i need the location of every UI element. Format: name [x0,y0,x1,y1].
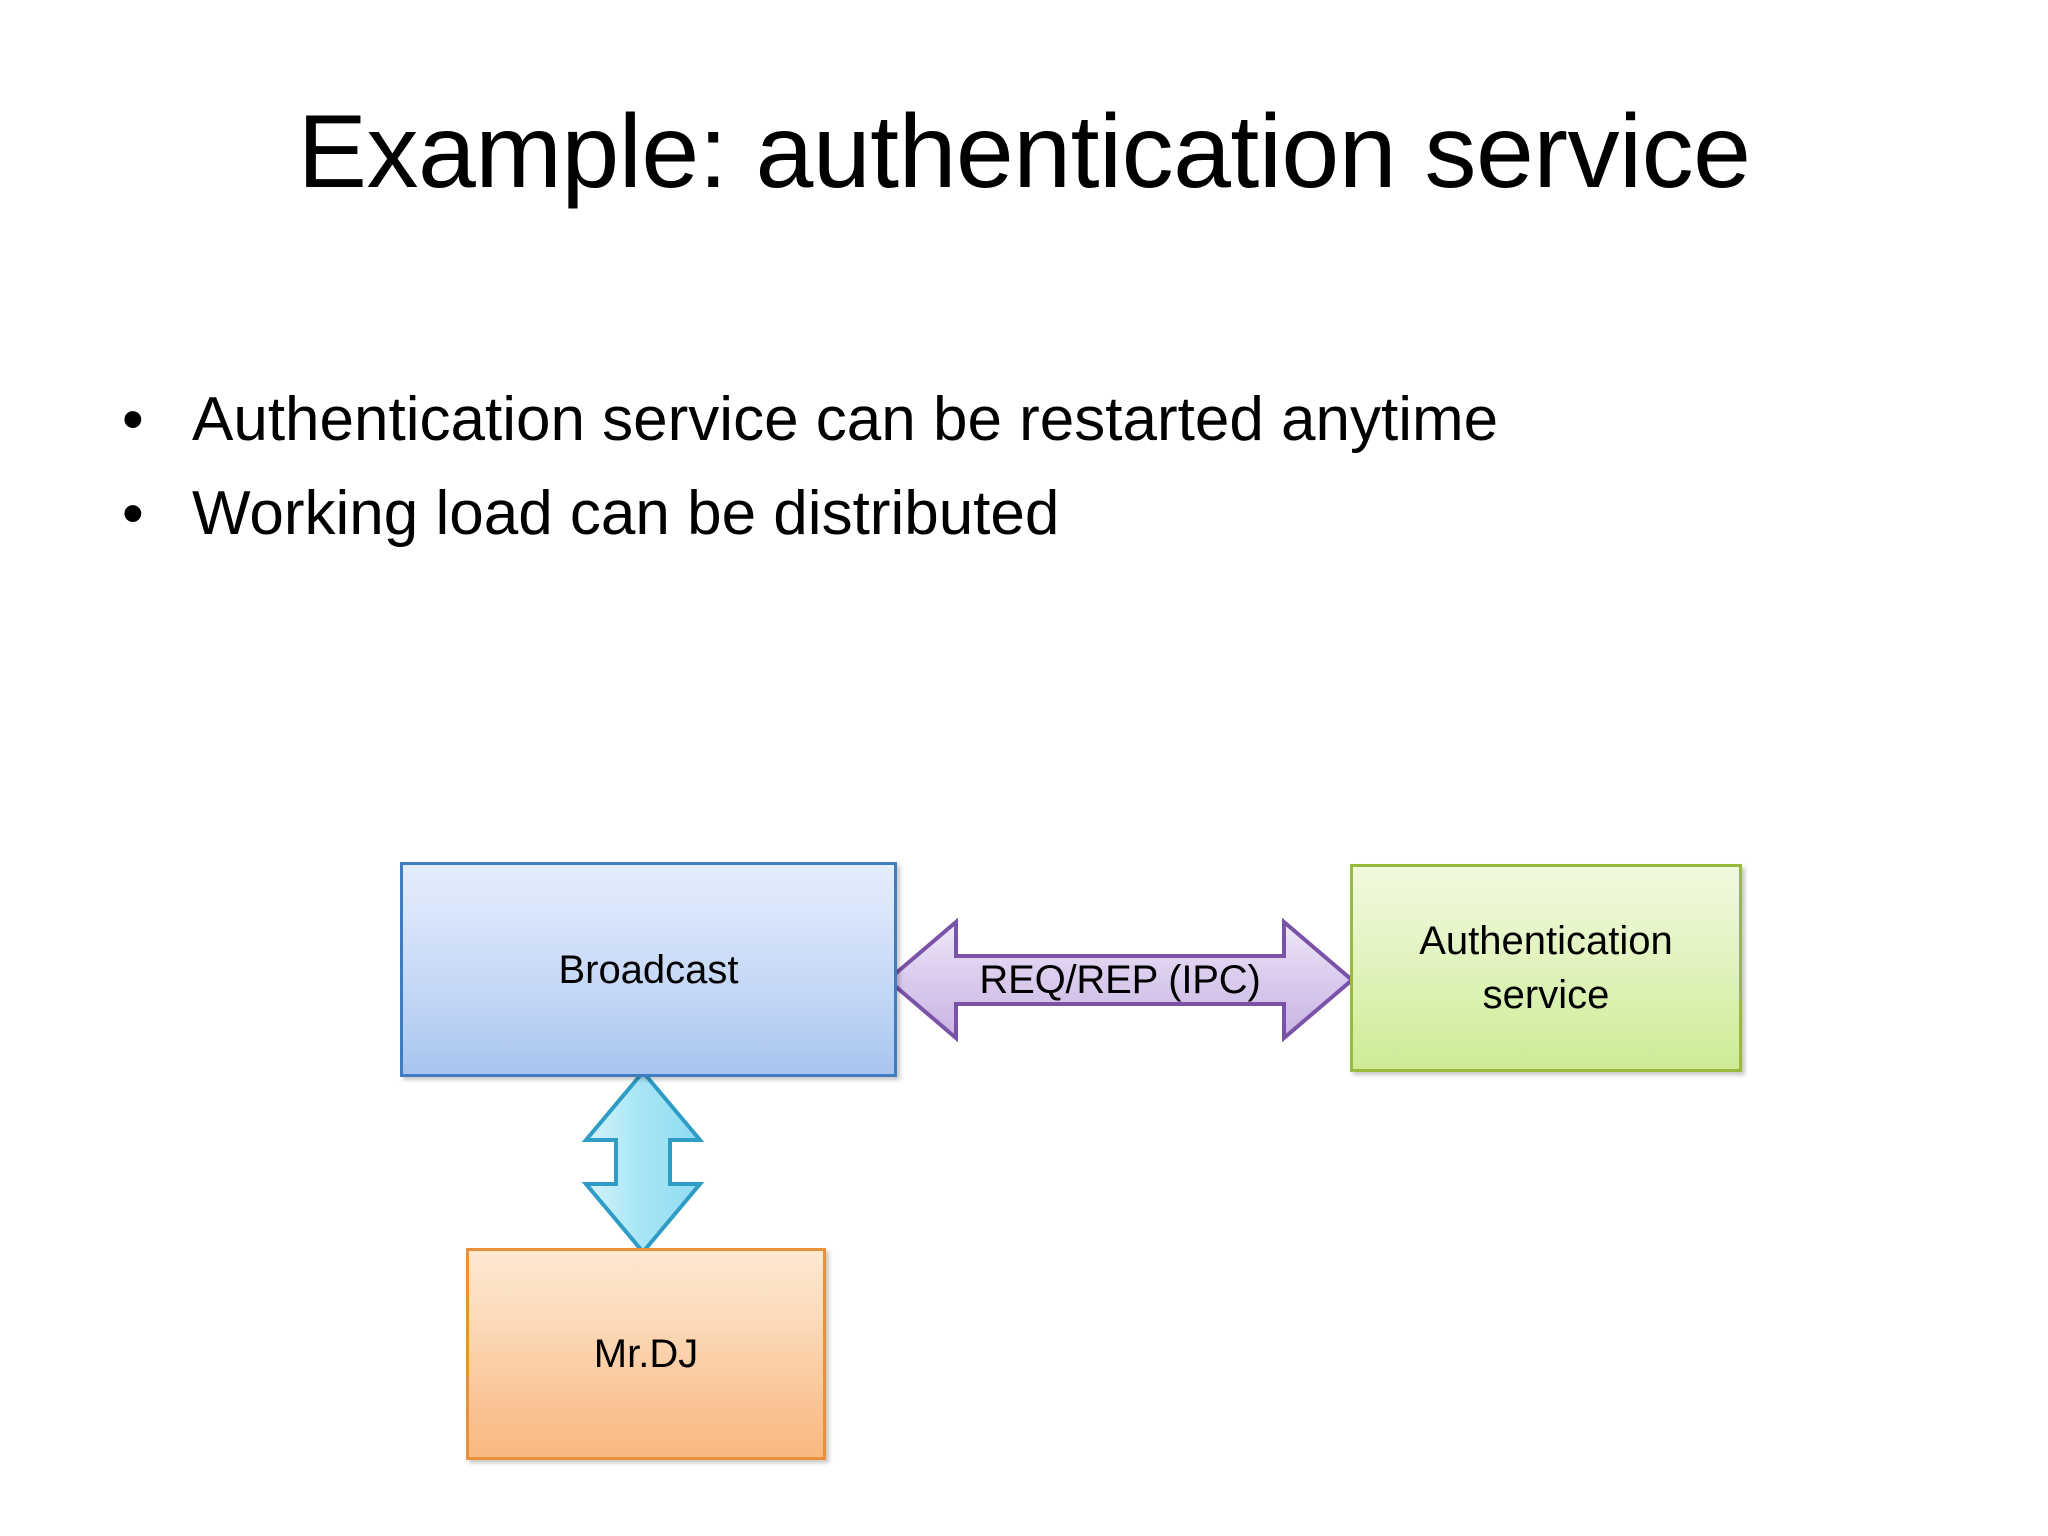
diagram-node-broadcast-label: Broadcast [558,947,739,992]
bullet-marker-icon: • [122,385,144,454]
bullet-text: Working load can be distributed [192,478,1060,548]
bullet-list: • Authentication service can be restarte… [112,378,1852,565]
diagram-node-broadcast[interactable]: Broadcast [400,862,897,1077]
page-title: Example: authentication service [297,94,1751,210]
list-item: • Authentication service can be restarte… [112,378,1852,462]
broadcast-mrdj-link-arrow-icon [580,1068,706,1256]
bullet-text: Authentication service can be restarted … [192,385,1499,454]
req-rep-ipc-label: REQ/REP (IPC) [979,957,1261,1002]
bullet-marker-icon: • [122,478,144,548]
list-item: • Working load can be distributed [112,472,1852,556]
diagram-node-mr-dj[interactable]: Mr.DJ [466,1248,826,1460]
diagram-node-auth-service[interactable]: Authentication service [1350,864,1742,1072]
diagram-node-mr-dj-label: Mr.DJ [593,1332,699,1376]
diagram-node-auth-service-label: Authentication service [1419,919,1673,1017]
